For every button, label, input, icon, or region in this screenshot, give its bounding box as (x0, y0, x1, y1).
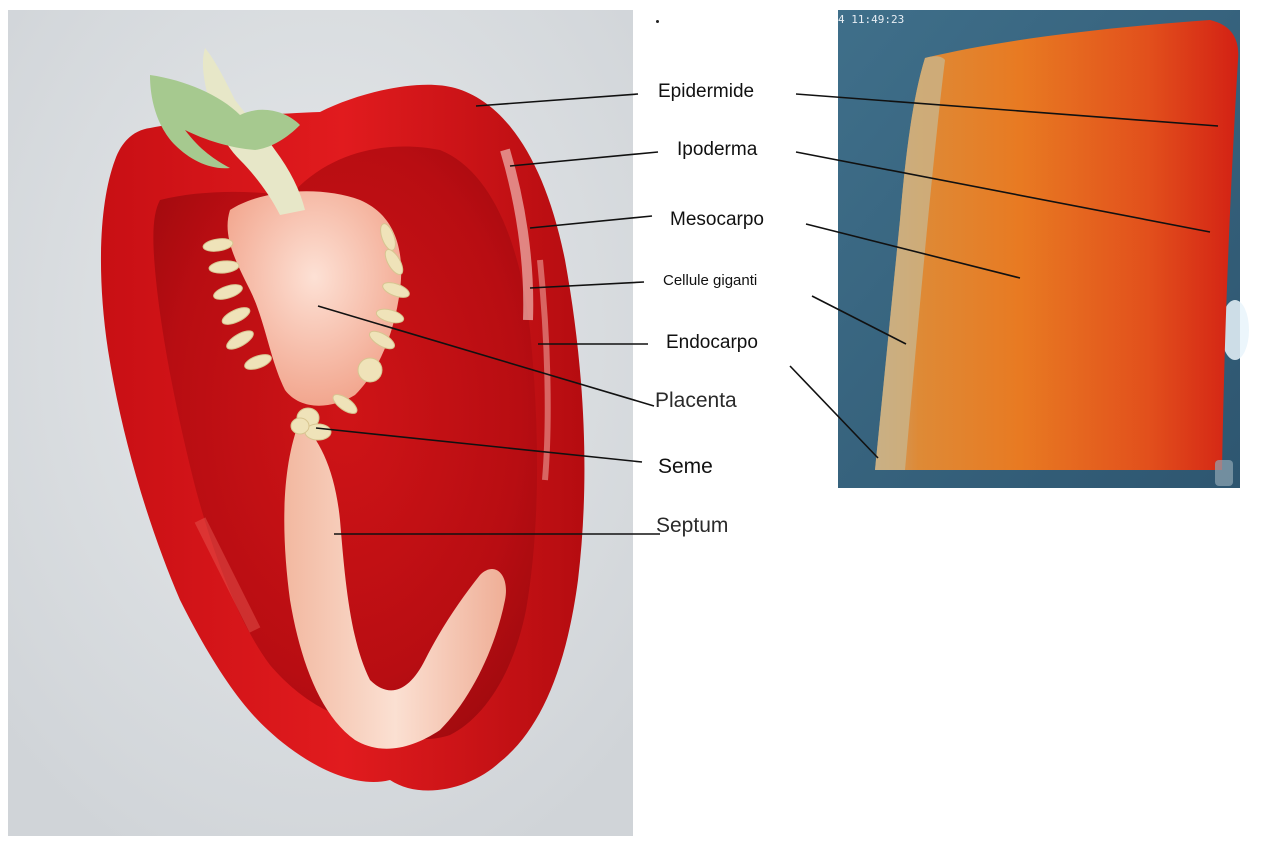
stray-dot (656, 20, 659, 23)
micrograph-timestamp: 4 11:49:23 (838, 14, 904, 25)
label-placenta: Placenta (655, 390, 737, 411)
label-septum: Septum (656, 515, 728, 536)
label-ipoderma: Ipoderma (677, 140, 757, 159)
label-seme: Seme (658, 456, 713, 477)
micrograph (838, 10, 1249, 488)
micrograph-artifact (1215, 460, 1233, 486)
label-epidermide: Epidermide (658, 82, 754, 101)
label-mesocarpo: Mesocarpo (670, 210, 764, 229)
label-cellule-giganti: Cellule giganti (663, 273, 757, 288)
pepper-photo (8, 10, 633, 836)
seed (291, 418, 309, 434)
label-endocarpo: Endocarpo (666, 333, 758, 352)
seed (358, 358, 382, 382)
